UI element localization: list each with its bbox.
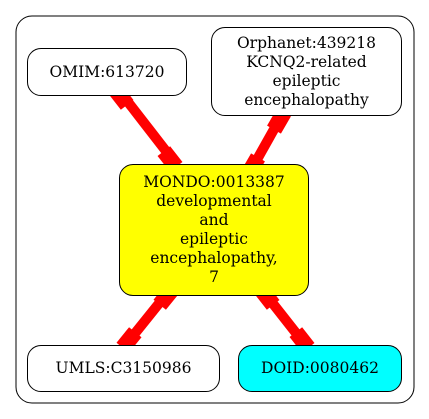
node-umls-label: UMLS:C3150986	[55, 359, 192, 377]
node-mondo[interactable]: MONDO:0013387 developmental and epilepti…	[119, 164, 309, 296]
node-orphanet-label-line-3: epileptic	[272, 71, 341, 90]
node-doid-label: DOID:0080462	[261, 359, 379, 377]
node-doid[interactable]: DOID:0080462	[238, 345, 402, 392]
edge-omim-mondo	[108, 84, 183, 172]
node-mondo-label-line-1: MONDO:0013387	[143, 173, 285, 191]
node-orphanet-label-line-2: KCNQ2-related	[246, 52, 367, 71]
node-orphanet-label-line-4: encephalopathy	[244, 90, 369, 109]
node-orphanet-label-line-1: Orphanet:439218	[236, 33, 377, 52]
node-mondo-label-line-5: encephalopathy,	[150, 249, 278, 267]
node-omim-label: OMIM:613720	[49, 62, 165, 81]
node-omim[interactable]: OMIM:613720	[27, 48, 187, 96]
cluster-border	[15, 15, 415, 404]
node-mondo-label-line-2: developmental	[156, 192, 272, 210]
node-mondo-label-line-3: and	[199, 211, 229, 229]
node-mondo-label-line-6: 7	[209, 268, 219, 286]
node-orphanet[interactable]: Orphanet:439218 KCNQ2-related epileptic …	[211, 27, 402, 116]
node-umls[interactable]: UMLS:C3150986	[27, 345, 220, 392]
node-mondo-label-line-4: epileptic	[180, 230, 248, 248]
